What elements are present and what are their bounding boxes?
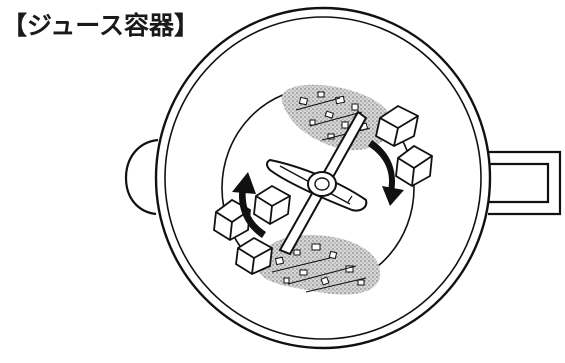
rotation-arrow-icon [232, 172, 266, 238]
spout-left [124, 138, 159, 216]
container-inner-rim [164, 16, 482, 340]
handle [488, 150, 562, 216]
blade-icon [266, 110, 368, 256]
ice-mass-bottom [257, 235, 381, 295]
ice-mass-top [281, 84, 392, 151]
page-title: 【ジュース容器】 [2, 11, 200, 40]
ice-cube-icon [374, 104, 433, 188]
rotation-arrow-icon [368, 140, 404, 206]
